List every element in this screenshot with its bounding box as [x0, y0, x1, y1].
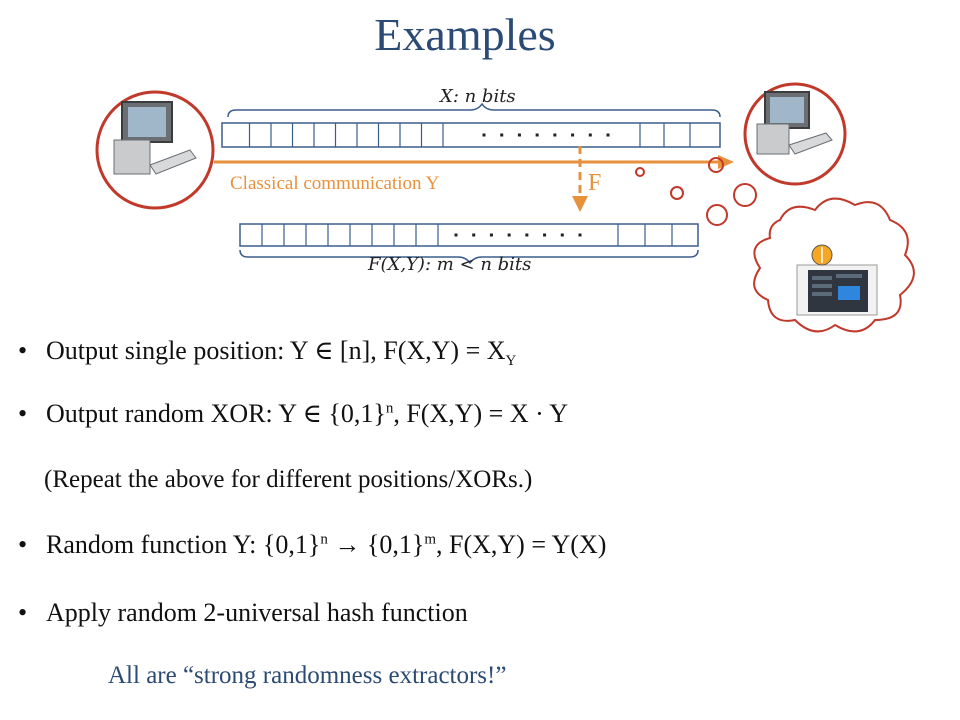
out-bit-dot	[578, 233, 582, 237]
x-bit-dot	[535, 133, 539, 137]
f-arrow-head-icon	[572, 196, 588, 212]
badge-icon	[811, 244, 833, 266]
thought-bubbles	[635, 157, 757, 226]
out-bit-dot	[560, 233, 564, 237]
bottom-brace	[239, 249, 699, 265]
right-computer-icon	[743, 82, 847, 186]
x-bit-dot	[482, 133, 486, 137]
server-icon	[796, 264, 878, 316]
out-bit-dot	[489, 233, 493, 237]
x-bit-dot	[517, 133, 521, 137]
x-bit-dot	[500, 133, 504, 137]
arrow-head-icon	[718, 155, 734, 169]
summary-text: All are “strong randomness extractors!”	[108, 662, 507, 689]
x-label: X: n bits	[440, 86, 516, 107]
x-bit-dot	[571, 133, 575, 137]
out-bit-dot	[472, 233, 476, 237]
x-bit-dot	[553, 133, 557, 137]
f-label: F	[588, 170, 602, 196]
x-bit-dot	[606, 133, 610, 137]
channel-label: Classical communication Y	[230, 173, 440, 194]
x-bit-row	[221, 122, 721, 148]
out-bit-frame	[239, 223, 699, 247]
top-brace	[227, 102, 721, 118]
x-bit-frame	[221, 122, 721, 148]
left-computer-icon	[95, 90, 215, 210]
page-title: Examples	[374, 9, 556, 60]
out-bit-dot	[543, 233, 547, 237]
output-bit-row	[239, 223, 699, 247]
out-bit-dot	[454, 233, 458, 237]
x-bit-dot	[588, 133, 592, 137]
output-label: F(X,Y): m < n bits	[368, 254, 532, 275]
repeat-note: (Repeat the above for different position…	[44, 466, 533, 493]
out-bit-dot	[525, 233, 529, 237]
out-bit-dot	[507, 233, 511, 237]
